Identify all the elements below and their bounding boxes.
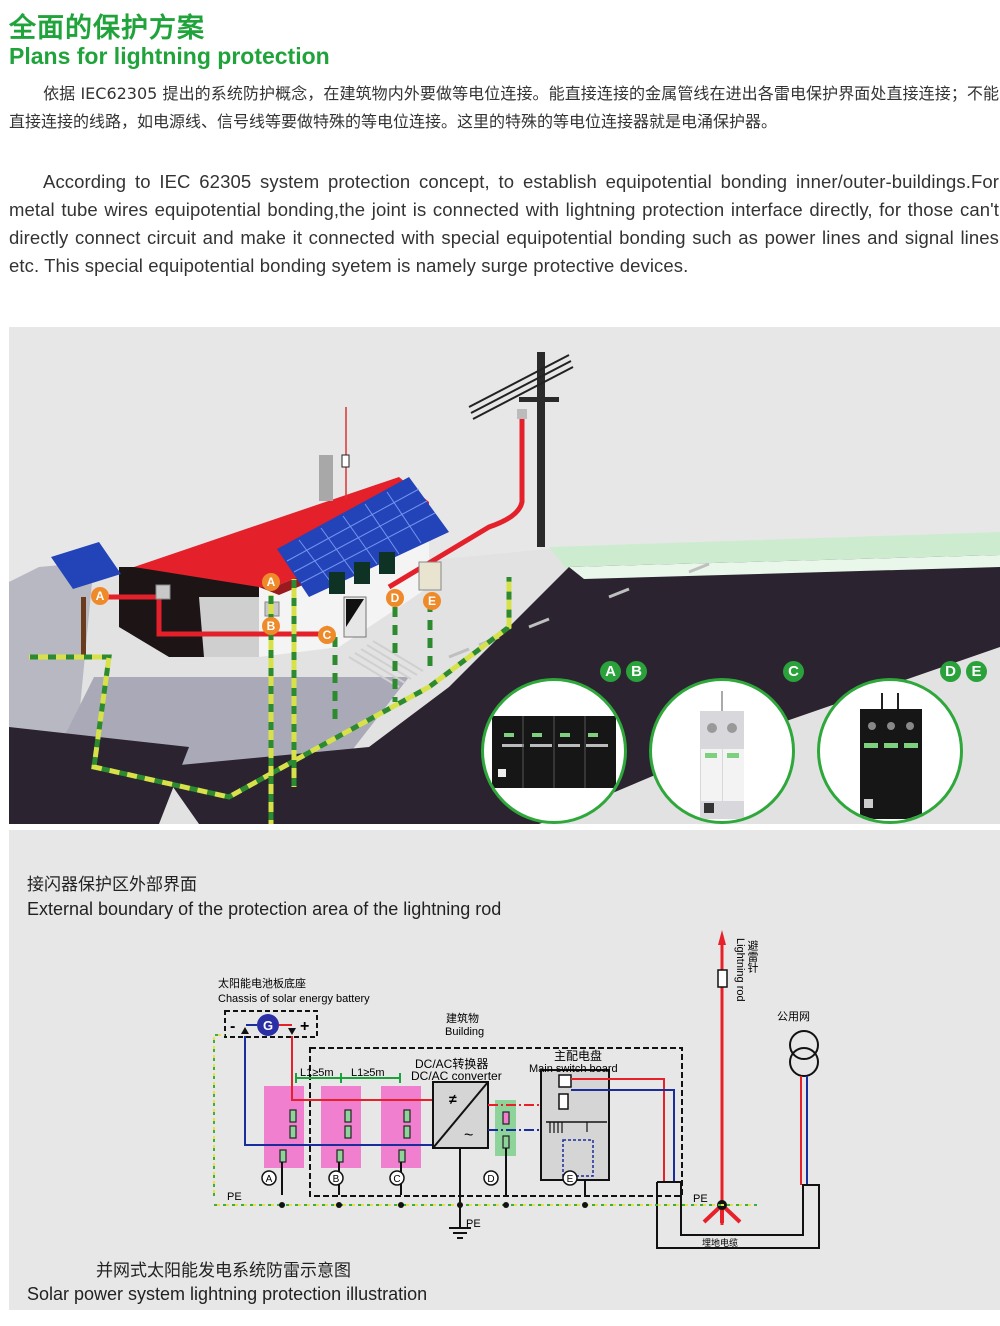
product-badge-a: A: [600, 661, 621, 682]
plus-terminal: +: [300, 1018, 309, 1035]
page-title-en: Plans for lightning protection: [9, 43, 330, 69]
switchboard-label-cn: 主配电盘: [554, 1048, 602, 1063]
product-badge-d: D: [940, 661, 961, 682]
spd-label-c: C: [393, 1174, 400, 1185]
scene-point-e: E: [423, 592, 441, 610]
wiring-diagram-panel: 接闪器保护区外部界面 External boundary of the prot…: [9, 830, 1000, 1310]
diagram-caption-en: Solar power system lightning protection …: [27, 1284, 428, 1304]
boundary-label-en: External boundary of the protection area…: [27, 899, 502, 919]
page-title-cn: 全面的保护方案: [9, 13, 205, 44]
spd-label-d: D: [487, 1174, 494, 1185]
rod-label-cn: 避雷针: [746, 939, 759, 974]
spd-4pole-image: [492, 716, 616, 788]
solar-chassis-label-cn: 太阳能电池板底座: [218, 976, 306, 990]
spd-2pole-image: [700, 691, 744, 819]
main-switch-board: [540, 1069, 610, 1181]
house-illustration: A A B C D E A B C D E: [9, 327, 1000, 824]
spd-label-e: E: [567, 1174, 574, 1185]
scene-point-c: C: [318, 626, 336, 644]
scene-point-a-solar: A: [91, 587, 109, 605]
svg-text:≠: ≠: [449, 1091, 457, 1107]
spd-label-b: B: [333, 1174, 340, 1185]
solar-chassis-box: [224, 1010, 318, 1038]
diagram-caption-cn: 并网式太阳能发电系统防雷示意图: [96, 1261, 351, 1281]
wiring-diagram-svg: G - + L1≥5m L1≥5m: [213, 930, 820, 1249]
grid-label-cn: 公用网: [777, 1011, 810, 1023]
utility-pole: [537, 352, 545, 547]
power-line-feed: [387, 419, 525, 590]
spd-label-a: A: [266, 1174, 273, 1185]
intro-text-en: According to IEC 62305 system protection…: [9, 171, 999, 276]
pe-label-left: PE: [227, 1191, 242, 1203]
product-badge-b: B: [626, 661, 647, 682]
pe-label-ground: PE: [466, 1218, 481, 1230]
converter-label-cn: DC/AC转换器: [415, 1056, 488, 1071]
buried-cable-label: 埋地电缆: [702, 1237, 738, 1248]
scene-point-d: D: [386, 589, 404, 607]
product-de-3pole-spd: [817, 678, 963, 824]
spd-group-d: [495, 1100, 516, 1156]
grid-transformer: [789, 1030, 819, 1060]
switchboard-label-en: Main switch board: [529, 1063, 618, 1075]
building-label-en: Building: [445, 1026, 484, 1038]
generator-symbol: [257, 1014, 279, 1036]
boundary-label-cn: 接闪器保护区外部界面: [27, 875, 197, 895]
building-label-cn: 建筑物: [446, 1011, 479, 1025]
rod-label-en: Lightning rod: [734, 938, 746, 1002]
product-c-2pole-spd: [649, 678, 795, 824]
intro-paragraph-en: According to IEC 62305 system protection…: [9, 168, 999, 280]
converter-label-en: DC/AC converter: [411, 1069, 502, 1083]
product-ab-4pole-spd: [481, 678, 627, 824]
chimney: [319, 455, 333, 501]
intro-paragraph-cn: 依据 IEC62305 提出的系统防护概念，在建筑物内外要做等电位连接。能直接连…: [9, 80, 999, 136]
spd-3pole-image: [860, 693, 922, 819]
standalone-solar-panel: [51, 542, 121, 589]
generator-label: G: [263, 1018, 273, 1033]
distance-label-1: L1≥5m: [300, 1067, 334, 1079]
minus-terminal: -: [230, 1018, 235, 1035]
solar-chassis-label-en: Chassis of solar energy battery: [218, 993, 370, 1005]
product-badge-c: C: [783, 661, 804, 682]
roof: [134, 477, 429, 587]
product-badge-e: E: [966, 661, 987, 682]
distance-label-2: L1≥5m: [351, 1067, 385, 1079]
intro-text-cn: 依据 IEC62305 提出的系统防护概念，在建筑物内外要做等电位连接。能直接连…: [9, 84, 999, 131]
scene-point-b: B: [262, 617, 280, 635]
building-boundary-box: [309, 1047, 683, 1197]
scene-point-a-roof: A: [262, 573, 280, 591]
pe-label-right: PE: [693, 1193, 708, 1205]
meter-box: [418, 561, 442, 591]
svg-text:~: ~: [464, 1127, 473, 1144]
